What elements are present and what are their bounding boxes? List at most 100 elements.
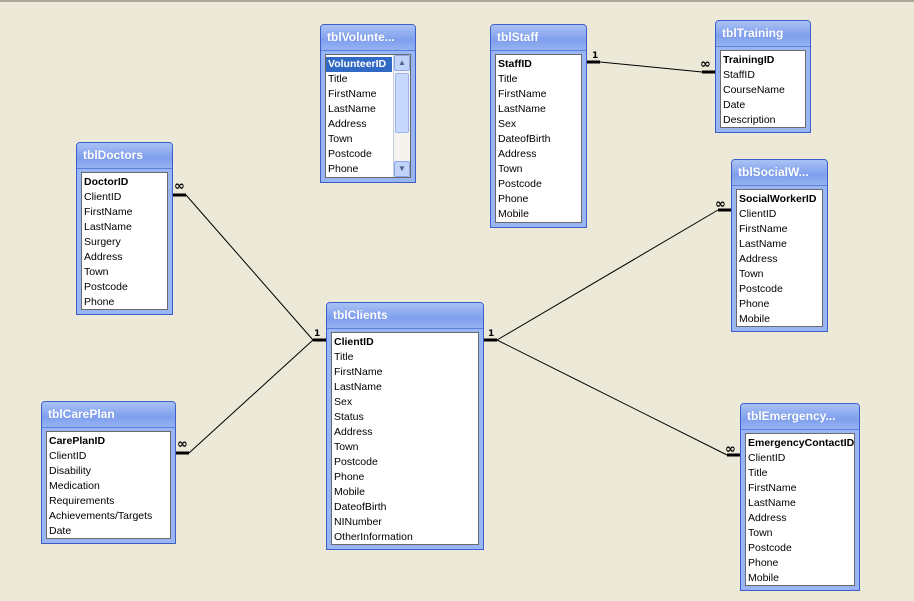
field-item[interactable]: OtherInformation: [334, 531, 413, 543]
table-careplan[interactable]: tblCarePlan CarePlanID ClientID Disabili…: [41, 401, 176, 544]
field-item[interactable]: Title: [498, 73, 518, 85]
table-training-title[interactable]: tblTraining: [716, 21, 810, 47]
field-item[interactable]: Disability: [49, 465, 92, 477]
rel-staff-training-many-label: ∞: [700, 57, 711, 72]
field-item[interactable]: CarePlanID: [49, 435, 106, 447]
field-item[interactable]: FirstName: [328, 88, 377, 100]
field-item[interactable]: ClientID: [739, 208, 777, 220]
table-doctors-title[interactable]: tblDoctors: [77, 143, 172, 169]
field-item[interactable]: Medication: [49, 480, 100, 492]
table-clients-title[interactable]: tblClients: [327, 303, 483, 329]
field-item[interactable]: Surgery: [84, 236, 121, 248]
scroll-up-arrow-icon[interactable]: ▲: [394, 55, 410, 71]
field-item[interactable]: Town: [739, 268, 764, 280]
field-item[interactable]: LastName: [84, 221, 132, 233]
field-item[interactable]: FirstName: [748, 482, 797, 494]
field-item[interactable]: Phone: [334, 471, 365, 483]
rel-clients-emergency-line: [496, 339, 728, 456]
table-emergency[interactable]: tblEmergency... EmergencyContactID Clien…: [740, 403, 860, 591]
rel-socialworkers-many-label: ∞: [715, 197, 726, 212]
rel-doctors-many-label: ∞: [174, 179, 185, 194]
field-item[interactable]: CourseName: [723, 84, 785, 96]
field-item[interactable]: Town: [748, 527, 773, 539]
field-item[interactable]: ClientID: [84, 191, 122, 203]
field-item[interactable]: ClientID: [748, 452, 786, 464]
field-item[interactable]: LastName: [498, 103, 546, 115]
rel-doctors-one-label: 1: [314, 329, 321, 339]
field-item[interactable]: Sex: [498, 118, 517, 130]
field-item[interactable]: LastName: [739, 238, 787, 250]
field-item[interactable]: ClientID: [334, 336, 374, 348]
field-item[interactable]: Sex: [334, 396, 353, 408]
field-item[interactable]: Date: [723, 99, 746, 111]
scroll-thumb[interactable]: [395, 73, 409, 133]
field-item[interactable]: TrainingID: [723, 54, 775, 66]
table-volunteers[interactable]: tblVolunte... VolunteerID Title FirstNam…: [320, 24, 416, 183]
field-item[interactable]: Town: [498, 163, 523, 175]
field-item[interactable]: Description: [723, 114, 776, 126]
field-item[interactable]: DateofBirth: [498, 133, 551, 145]
field-item[interactable]: Town: [328, 133, 353, 145]
field-item[interactable]: Status: [334, 411, 364, 423]
field-item[interactable]: Postcode: [334, 456, 378, 468]
field-item[interactable]: Date: [49, 525, 72, 537]
table-staff[interactable]: tblStaff StaffID Title FirstName LastNam…: [490, 24, 587, 228]
field-item[interactable]: Postcode: [328, 148, 372, 160]
rel-clients-doctors-line: [185, 194, 314, 341]
field-item[interactable]: Postcode: [498, 178, 542, 190]
field-item[interactable]: StaffID: [723, 69, 755, 81]
field-item[interactable]: Phone: [84, 296, 115, 308]
field-item[interactable]: Postcode: [748, 542, 792, 554]
field-item[interactable]: FirstName: [334, 366, 383, 378]
field-item[interactable]: Phone: [328, 163, 359, 175]
field-item[interactable]: EmergencyContactID: [748, 437, 854, 449]
field-item[interactable]: DoctorID: [84, 176, 129, 188]
vertical-scrollbar[interactable]: ▲ ▼: [393, 55, 410, 177]
field-item[interactable]: Address: [84, 251, 123, 263]
scroll-down-arrow-icon[interactable]: ▼: [394, 161, 410, 177]
table-clients[interactable]: tblClients ClientID Title FirstName Last…: [326, 302, 484, 550]
field-item[interactable]: Title: [328, 73, 348, 85]
field-item[interactable]: Address: [328, 118, 367, 130]
field-item[interactable]: Mobile: [334, 486, 365, 498]
field-item[interactable]: DateofBirth: [334, 501, 387, 513]
table-training[interactable]: tblTraining TrainingID StaffID CourseNam…: [715, 20, 811, 133]
field-item[interactable]: StaffID: [498, 58, 532, 70]
field-item[interactable]: Address: [334, 426, 373, 438]
table-doctors[interactable]: tblDoctors DoctorID ClientID FirstName L…: [76, 142, 173, 315]
field-item[interactable]: Postcode: [739, 283, 783, 295]
field-item[interactable]: FirstName: [84, 206, 133, 218]
field-item[interactable]: FirstName: [739, 223, 788, 235]
field-item[interactable]: LastName: [334, 381, 382, 393]
field-item[interactable]: Title: [748, 467, 768, 479]
field-item[interactable]: ClientID: [49, 450, 87, 462]
field-item[interactable]: Address: [739, 253, 778, 265]
rel-staff-training-one-label: 1: [592, 51, 599, 61]
field-item[interactable]: Phone: [739, 298, 770, 310]
table-socialworkers-title[interactable]: tblSocialW...: [732, 160, 827, 186]
table-emergency-title[interactable]: tblEmergency...: [741, 404, 859, 430]
field-item[interactable]: Town: [84, 266, 109, 278]
field-item[interactable]: SocialWorkerID: [739, 193, 817, 205]
field-item[interactable]: Phone: [498, 193, 529, 205]
field-item[interactable]: Town: [334, 441, 359, 453]
field-item[interactable]: Address: [498, 148, 537, 160]
field-item[interactable]: Address: [748, 512, 787, 524]
field-item[interactable]: Requirements: [49, 495, 115, 507]
table-careplan-title[interactable]: tblCarePlan: [42, 402, 175, 428]
field-item[interactable]: NINumber: [334, 516, 382, 528]
field-item[interactable]: FirstName: [498, 88, 547, 100]
field-item[interactable]: LastName: [748, 497, 796, 509]
table-socialworkers[interactable]: tblSocialW... SocialWorkerID ClientID Fi…: [731, 159, 828, 332]
field-item[interactable]: Mobile: [748, 572, 779, 584]
field-item[interactable]: Mobile: [739, 313, 770, 325]
field-item[interactable]: Postcode: [84, 281, 128, 293]
field-item[interactable]: Mobile: [498, 208, 529, 220]
field-item[interactable]: LastName: [328, 103, 376, 115]
table-staff-title[interactable]: tblStaff: [491, 25, 586, 51]
field-item[interactable]: Achievements/Targets: [49, 510, 153, 522]
field-item[interactable]: Phone: [748, 557, 779, 569]
field-item[interactable]: VolunteerID: [326, 57, 392, 72]
table-volunteers-title[interactable]: tblVolunte...: [321, 25, 415, 51]
field-item[interactable]: Title: [334, 351, 354, 363]
